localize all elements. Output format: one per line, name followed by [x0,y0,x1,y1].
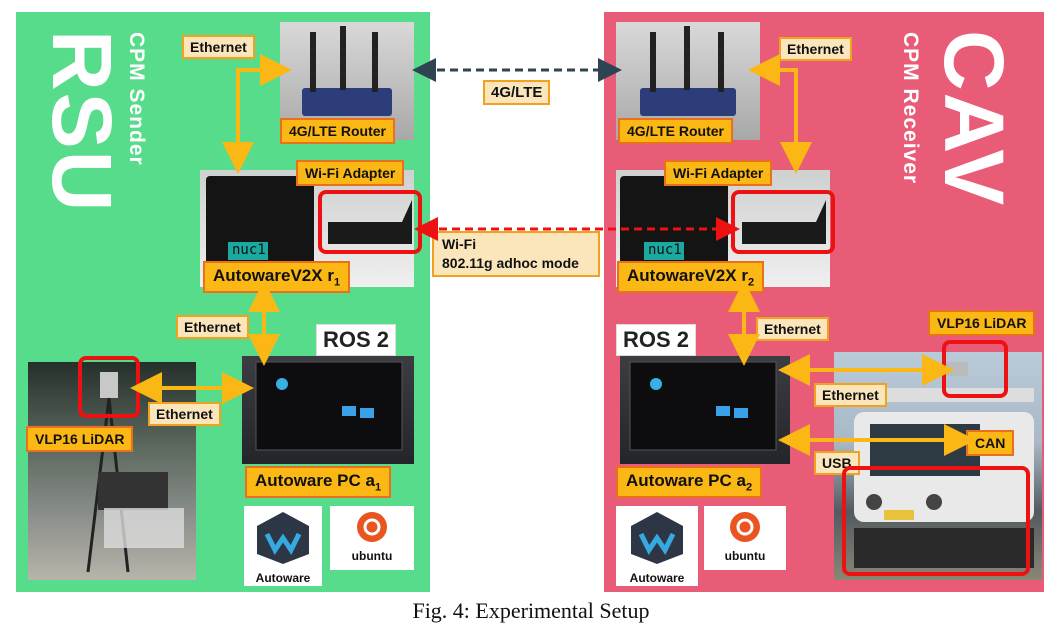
cav-ethernet-pc-label: Ethernet [756,317,829,341]
rsu-pc-text: Autoware PC [255,471,361,490]
rsu-lidar-highlight [78,356,140,418]
wifi-adapter-icon [328,200,412,244]
cav-pc-text: Autoware PC [626,471,732,490]
rsu-wifi-highlight [318,190,422,254]
lte-link-label: 4G/LTE [483,80,551,105]
rsu-autowarev2x-label: AutowareV2X r1 [203,261,351,294]
figure-caption: Fig. 4: Experimental Setup [412,598,650,623]
rsu-ubuntu-logo: ubuntu [330,506,414,570]
ubuntu-icon [730,512,760,542]
rsu-nuc-sticker: nuc1 [232,242,266,258]
rsu-autoware-logo: Autoware [244,506,322,586]
rsu-autowarev2x-sub: 1 [333,276,341,289]
cav-lidar-highlight [942,340,1008,398]
cpm-receiver-label: CPM Receiver [899,32,922,185]
rsu-ethernet-pc-label: Ethernet [176,315,249,339]
cav-wifi-highlight [731,190,835,254]
ubuntu-icon [357,512,387,542]
wifi-line1: Wi-Fi [442,236,477,252]
cav-autowarev2x-sub: 2 [747,276,755,289]
rsu-pc-sub: 1 [374,481,382,494]
rsu-ethernet-router-label: Ethernet [182,35,255,59]
cav-label: CAV [927,30,1021,208]
cav-nuc-sticker: nuc1 [648,242,682,258]
cav-ethernet-router-label: Ethernet [779,37,852,61]
wifi-adapter-icon [742,200,826,244]
wifi-line2: 802.11g adhoc mode [442,255,579,271]
cav-ethernet-lidar-label: Ethernet [814,383,887,407]
cav-autowarev2x-label: AutowareV2X r2 [617,261,765,294]
laptop-icon [629,361,777,451]
router-icon [640,26,736,116]
rsu-wifi-adapter-label: Wi-Fi Adapter [296,160,405,186]
rsu-autoware-text: Autoware [255,571,311,585]
cav-wifi-adapter-label: Wi-Fi Adapter [664,160,773,186]
cav-can-label: CAN [966,430,1015,456]
rsu-ethernet-lidar-label: Ethernet [148,402,221,426]
cav-pc-sub: 2 [745,481,753,494]
cav-router-label: 4G/LTE Router [618,118,733,144]
cav-autoware-text: Autoware [629,571,685,585]
rsu-router-label: 4G/LTE Router [280,118,395,144]
rsu-pc-photo [242,356,414,464]
nuc-icon [206,176,314,276]
autoware-icon [257,512,309,564]
rsu-lidar-label: VLP16 LiDAR [26,426,134,452]
rsu-ubuntu-text: ubuntu [351,549,393,563]
cav-autoware-logo: Autoware [616,506,698,586]
rsu-ros2-logo: ROS 2 [316,324,397,356]
rsu-autowarev2x-text: AutowareV2X [213,266,323,285]
cav-vehicle-highlight [842,466,1030,576]
autoware-icon [631,512,683,564]
cpm-sender-label: CPM Sender [125,32,148,166]
cav-ros2-logo: ROS 2 [616,324,697,356]
laptop-icon [255,361,403,451]
cav-pc-photo [620,356,790,464]
cav-ubuntu-logo: ubuntu [704,506,786,570]
cav-pc-label: Autoware PC a2 [616,466,763,499]
cav-autowarev2x-text: AutowareV2X [627,266,737,285]
rsu-pc-label: Autoware PC a1 [245,466,392,499]
router-icon [302,26,392,116]
cav-ubuntu-text: ubuntu [724,549,766,563]
rsu-label: RSU [35,30,129,214]
cav-lidar-label: VLP16 LiDAR [928,310,1036,336]
wifi-link-label: Wi-Fi 802.11g adhoc mode [432,231,600,277]
tripod-icon [86,372,184,573]
